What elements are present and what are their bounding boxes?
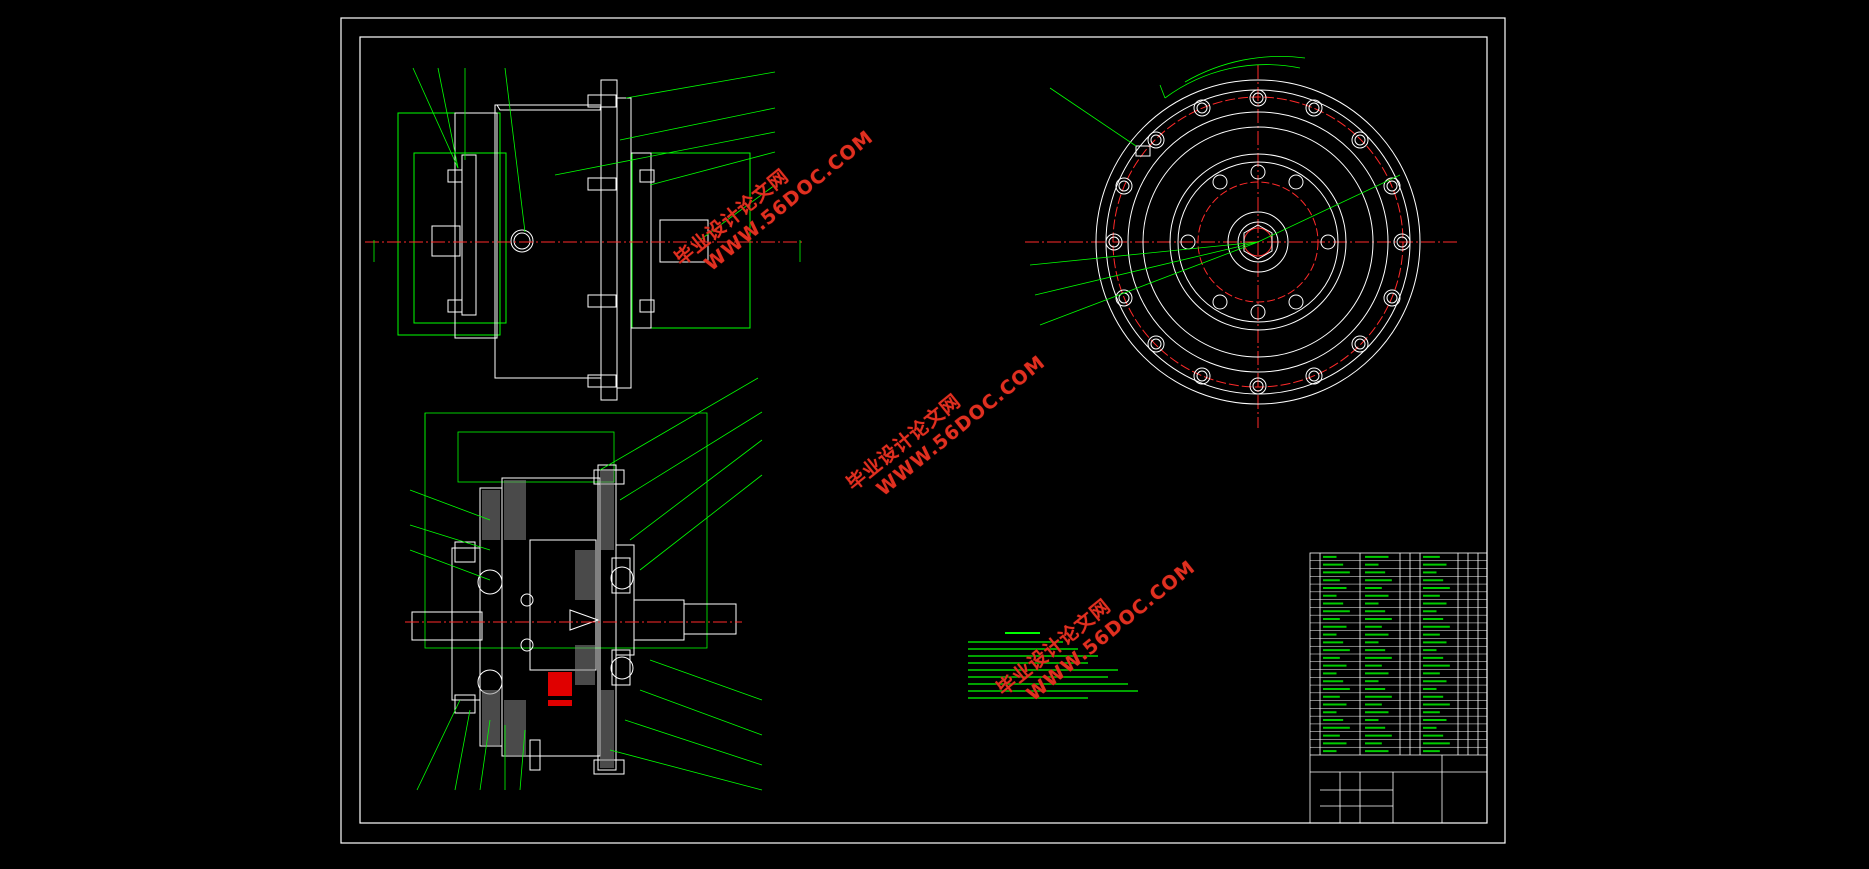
side-view (397, 79, 751, 401)
section-view (405, 377, 763, 791)
sheet-border (340, 17, 1506, 844)
side-view-leaders (373, 67, 801, 262)
title-block (1309, 552, 1488, 824)
drawing-frame (359, 36, 1488, 824)
front-view (1025, 55, 1460, 428)
